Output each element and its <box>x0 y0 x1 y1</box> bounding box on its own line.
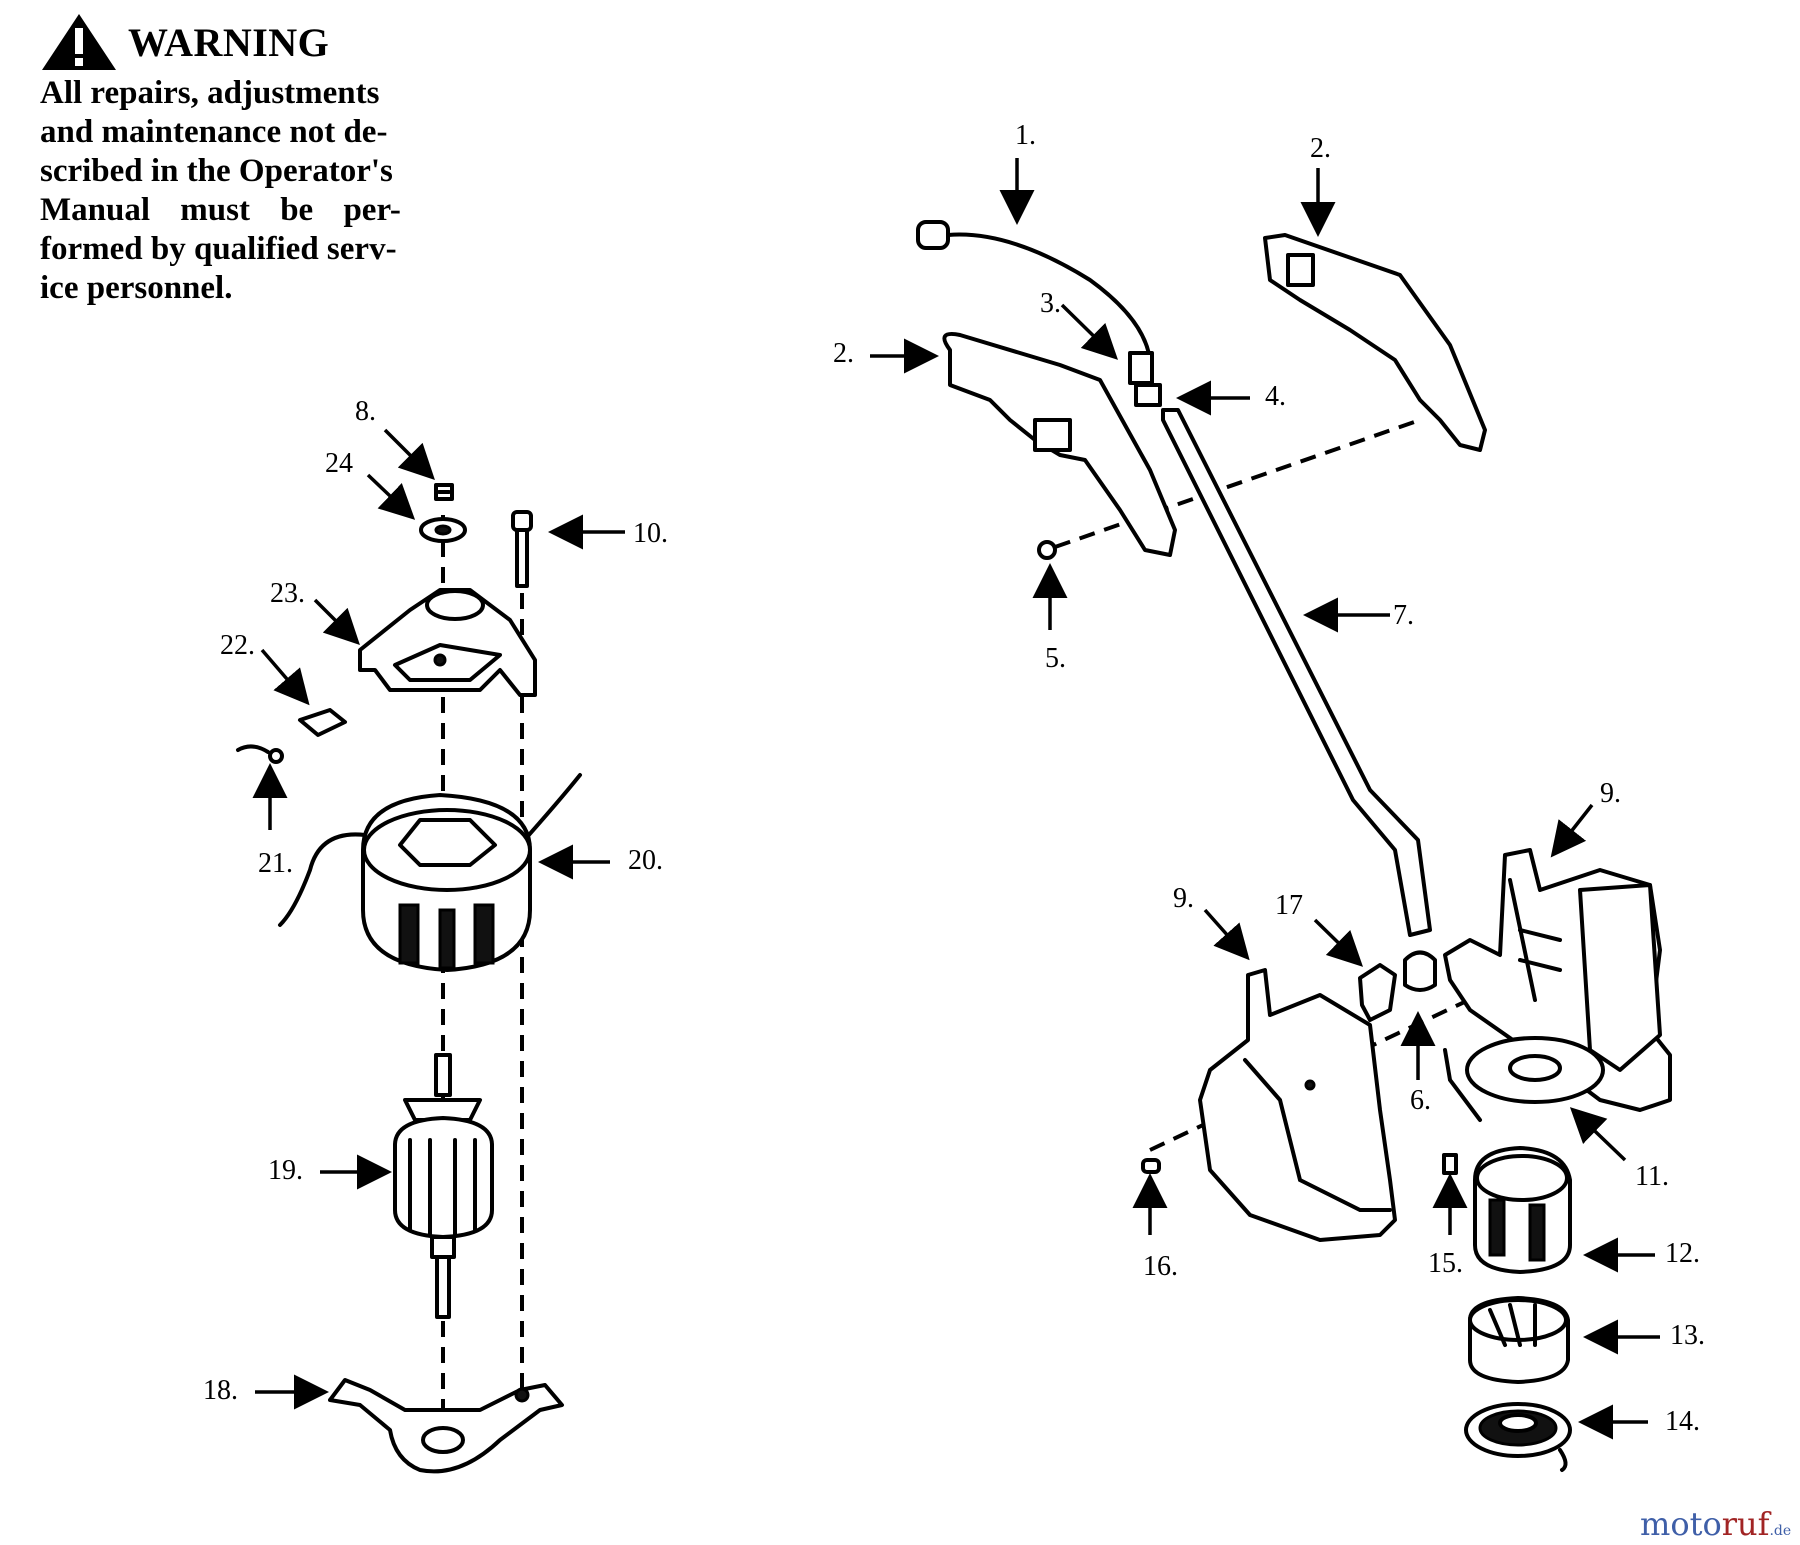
label-part-14: 14. <box>1665 1406 1700 1437</box>
part-6-cap <box>1403 950 1437 992</box>
warning-text: All repairs, adjustments and maintenance… <box>40 74 510 308</box>
warning-title: WARNING <box>128 19 330 65</box>
part-2-handle-right <box>1263 233 1487 452</box>
part-21-spring <box>236 744 284 764</box>
label-part-11: 11. <box>1635 1161 1669 1192</box>
part-23-bracket <box>358 588 537 697</box>
part-8-nut <box>434 483 454 501</box>
part-14-spool <box>1464 1402 1572 1472</box>
leader-arrows <box>252 158 1660 1440</box>
label-part-15: 15. <box>1428 1248 1463 1279</box>
motoruf-logo: motoruf.de <box>1640 1505 1791 1543</box>
logo-text-1: moto <box>1640 1505 1722 1543</box>
label-part-1: 1. <box>1015 120 1036 151</box>
part-11-spool-housing <box>1465 1036 1605 1104</box>
label-part-2-left: 2. <box>833 338 854 369</box>
label-part-8: 8. <box>355 396 376 427</box>
warning-line: and maintenance not de- <box>40 114 388 150</box>
part-7-shaft <box>1161 408 1432 937</box>
label-part-24: 24 <box>325 448 353 479</box>
label-part-16: 16. <box>1143 1251 1178 1282</box>
label-part-3: 3. <box>1040 288 1061 319</box>
part-22-brush <box>298 708 347 737</box>
part-15-screw <box>1442 1153 1458 1175</box>
label-part-5: 5. <box>1045 643 1066 674</box>
label-part-7: 7. <box>1393 600 1414 631</box>
label-part-20: 20. <box>628 845 663 876</box>
warning-line: Manual must be per- <box>40 192 401 228</box>
label-part-9-right: 9. <box>1600 778 1621 809</box>
part-20-stator <box>278 773 582 972</box>
label-part-4: 4. <box>1265 381 1286 412</box>
label-part-21: 21. <box>258 848 293 879</box>
part-18-bottom-bracket <box>328 1378 564 1474</box>
label-part-22: 22. <box>220 630 255 661</box>
part-10-screw <box>511 510 533 588</box>
warning-triangle-icon <box>42 14 116 70</box>
label-part-9-left: 9. <box>1173 883 1194 914</box>
part-17-clip <box>1358 963 1397 1022</box>
part-1-cord <box>916 220 1152 362</box>
label-part-10: 10. <box>633 518 668 549</box>
warning-line: scribed in the Operator's <box>40 153 393 189</box>
warning-line: All repairs, adjustments <box>40 75 380 111</box>
label-part-12: 12. <box>1665 1238 1700 1269</box>
warning-line: ice personnel. <box>40 270 233 306</box>
warning-heading: WARNING <box>40 10 510 74</box>
label-part-17: 17 <box>1275 890 1303 921</box>
part-2-handle-left <box>942 332 1177 557</box>
label-part-18: 18. <box>203 1375 238 1406</box>
warning-line: formed by qualified serv- <box>40 231 397 267</box>
label-part-23: 23. <box>270 578 305 609</box>
part-3-switch <box>1128 351 1162 407</box>
part-24-washer <box>419 517 467 543</box>
part-9-housing-right <box>1443 848 1672 1112</box>
part-9-housing-left <box>1198 968 1397 1242</box>
logo-text-3: .de <box>1769 1523 1792 1539</box>
part-12-motor <box>1443 1048 1572 1274</box>
label-part-19: 19. <box>268 1155 303 1186</box>
part-5-screw <box>1037 540 1057 560</box>
label-part-13: 13. <box>1670 1320 1705 1351</box>
label-part-6: 6. <box>1410 1085 1431 1116</box>
part-19-armature <box>393 1053 494 1319</box>
label-part-2-right: 2. <box>1310 133 1331 164</box>
logo-text-2: ruf <box>1721 1505 1770 1543</box>
part-13-spool-base <box>1468 1296 1570 1384</box>
part-16-screw <box>1141 1158 1161 1174</box>
warning-block: WARNING All repairs, adjustments and mai… <box>40 10 510 308</box>
